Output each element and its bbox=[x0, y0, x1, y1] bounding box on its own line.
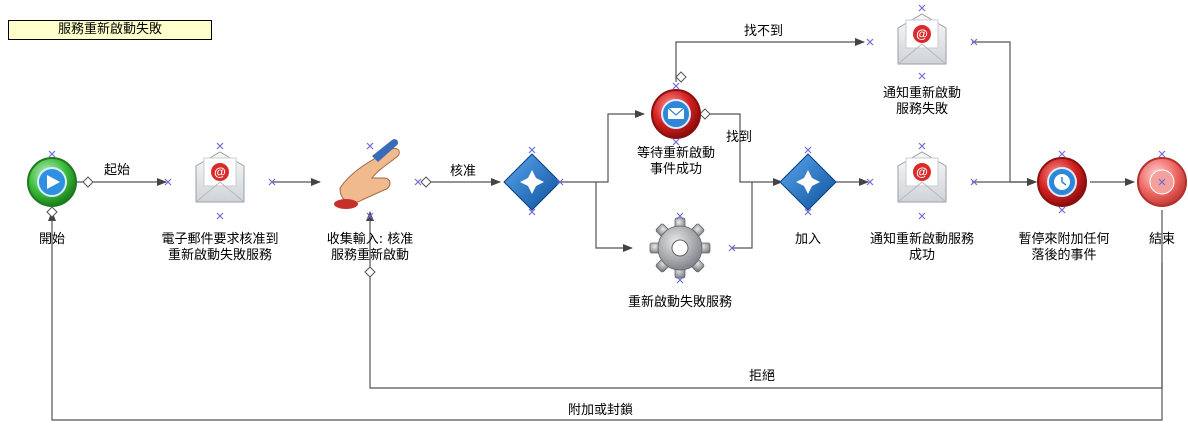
timer-event-icon[interactable] bbox=[1037, 157, 1087, 207]
condition-diamond bbox=[675, 71, 687, 83]
condition-diamond bbox=[420, 176, 432, 188]
email-approval-icon[interactable]: @ bbox=[195, 151, 245, 203]
label-restart-service: 重新啟動失敗服務 bbox=[627, 295, 732, 310]
condition-diamond bbox=[699, 108, 711, 120]
gateway-approve-icon[interactable] bbox=[503, 153, 561, 211]
edge-attach-or-block[interactable] bbox=[48, 211, 1163, 421]
label-wait-event: 等待重新啟動 事件成功 bbox=[620, 146, 732, 178]
edge-gateway-to-wait[interactable] bbox=[560, 110, 645, 183]
condition-diamond bbox=[46, 206, 58, 218]
email-notify-fail-icon[interactable]: @ bbox=[897, 13, 947, 65]
label-join: 加入 bbox=[794, 232, 821, 247]
label-line: 服務失敗 bbox=[895, 102, 948, 117]
label-pause: 暫停來附加任何 落後的事件 bbox=[1006, 232, 1122, 264]
svg-text:@: @ bbox=[916, 27, 928, 41]
edge-restart-to-join[interactable] bbox=[732, 182, 753, 249]
gear-icon[interactable] bbox=[649, 217, 711, 279]
label-line: 成功 bbox=[908, 248, 935, 263]
hand-input-icon[interactable] bbox=[334, 139, 400, 209]
label-line: 通知重新啟動服務 bbox=[869, 232, 974, 247]
label-line: 電子郵件要求核准到 bbox=[161, 232, 279, 247]
edge-label-approve: 核准 bbox=[450, 164, 477, 179]
edge-label-start: 起始 bbox=[104, 163, 131, 178]
label-notify-fail: 通知重新啟動 服務失敗 bbox=[866, 86, 978, 118]
label-email-approval: 電子郵件要求核准到 重新啟動失敗服務 bbox=[140, 232, 300, 264]
edge-label-found: 找到 bbox=[726, 130, 753, 145]
condition-diamond bbox=[364, 266, 376, 278]
label-line: 收集輸入: 核准 bbox=[326, 232, 414, 247]
label-end: 結束 bbox=[1148, 232, 1175, 247]
edge-label-not-found: 找不到 bbox=[744, 24, 784, 39]
label-line: 事件成功 bbox=[649, 162, 702, 177]
label-line: 落後的事件 bbox=[1031, 248, 1097, 263]
edge-label-attach-or-block: 附加或封鎖 bbox=[568, 403, 634, 418]
edge-label-reject: 拒絕 bbox=[749, 369, 776, 384]
label-line: 通知重新啟動 bbox=[882, 86, 961, 101]
wait-message-event-icon[interactable] bbox=[651, 89, 701, 139]
edge-not-found[interactable] bbox=[675, 38, 865, 82]
label-line: 暫停來附加任何 bbox=[1018, 232, 1110, 247]
diagram-title: 服務重新啟動失敗 bbox=[8, 20, 212, 40]
label-collect-input: 收集輸入: 核准 服務重新啟動 bbox=[310, 232, 430, 264]
label-notify-success: 通知重新啟動服務 成功 bbox=[852, 232, 992, 264]
edge-found[interactable] bbox=[708, 113, 783, 186]
edge-fail-to-pause[interactable] bbox=[972, 41, 1037, 186]
label-start: 開始 bbox=[38, 232, 65, 247]
start-event-icon[interactable] bbox=[27, 157, 77, 207]
svg-text:@: @ bbox=[214, 165, 226, 179]
svg-text:@: @ bbox=[916, 165, 928, 179]
condition-diamond bbox=[82, 176, 94, 188]
connection-points bbox=[48, 4, 1166, 284]
label-line: 等待重新啟動 bbox=[636, 146, 715, 161]
gateway-join-icon[interactable] bbox=[779, 153, 837, 211]
email-notify-success-icon[interactable]: @ bbox=[897, 151, 947, 203]
edge-gateway-to-restart[interactable] bbox=[595, 182, 633, 252]
label-line: 重新啟動失敗服務 bbox=[167, 248, 272, 263]
label-line: 服務重新啟動 bbox=[330, 248, 409, 263]
